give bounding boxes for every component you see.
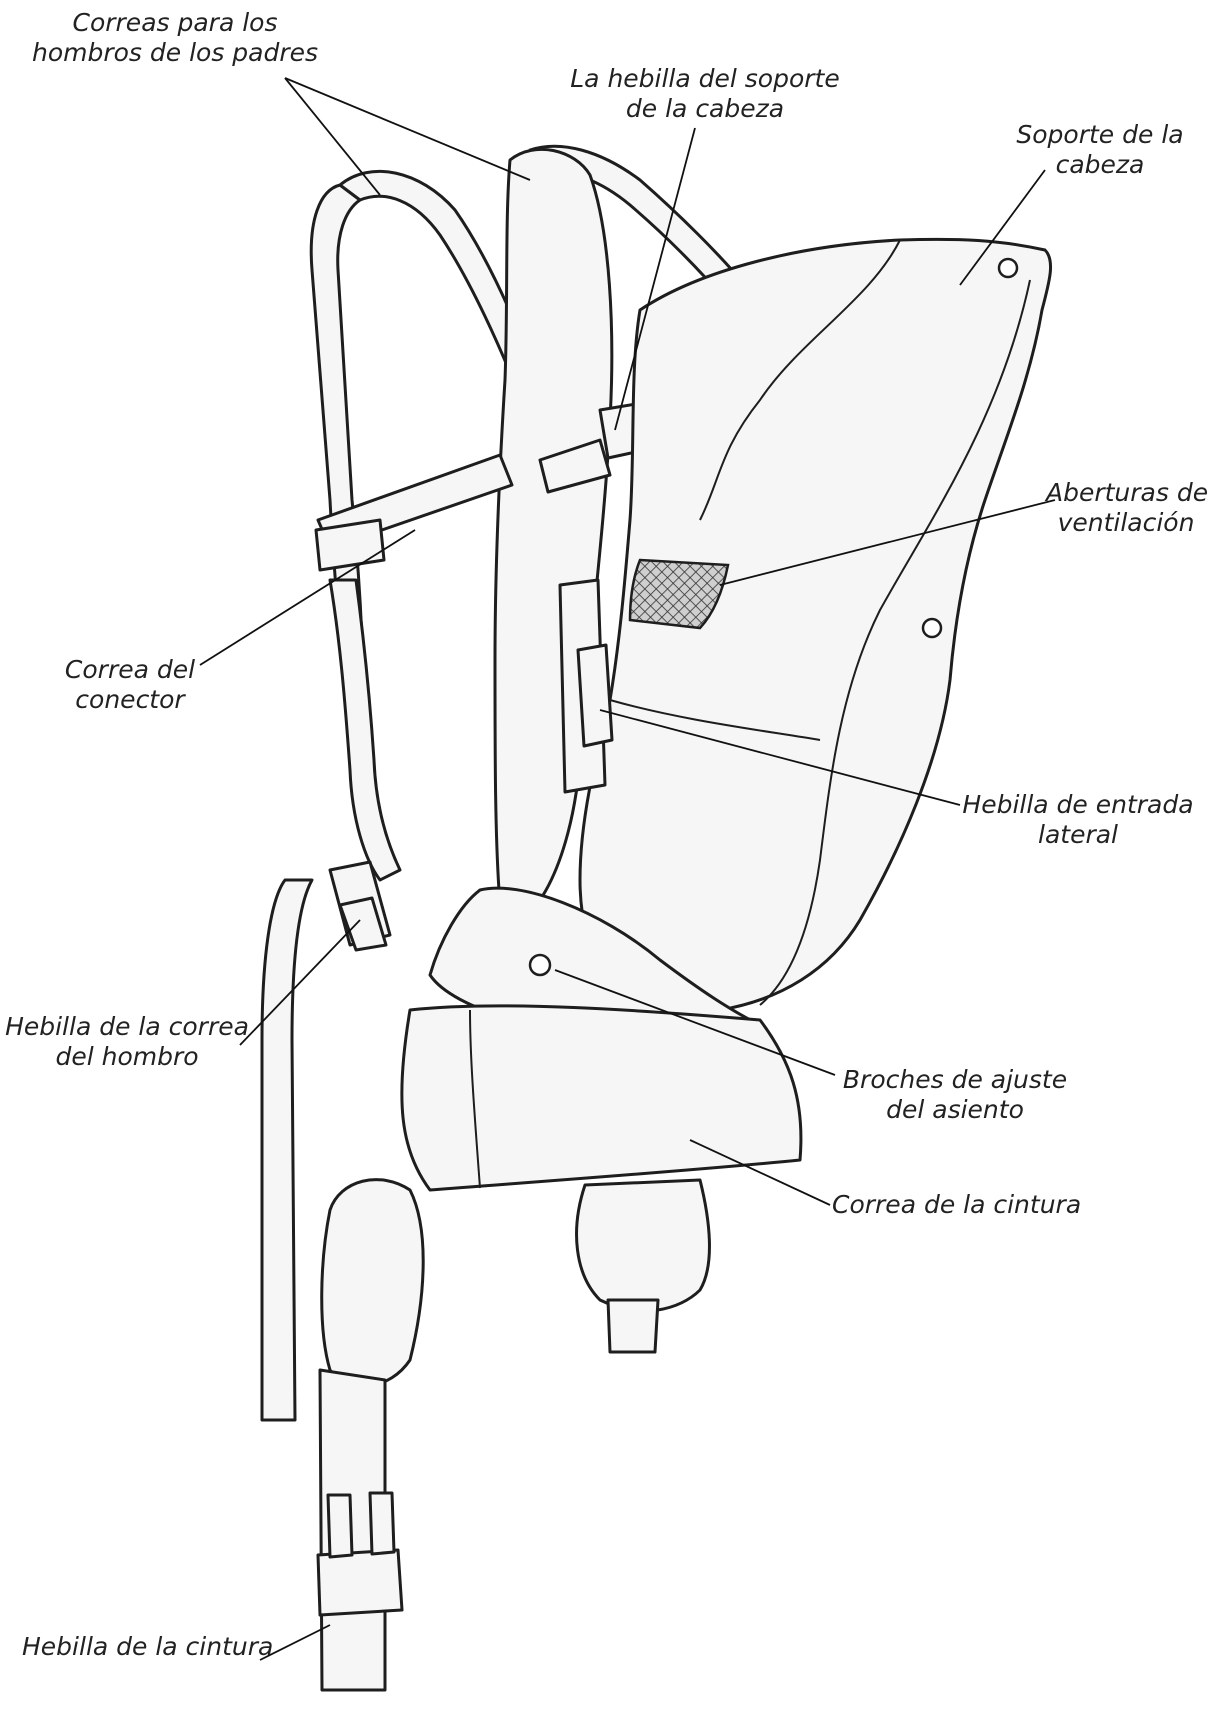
front-panel-seam <box>759 279 1031 1006</box>
leader-head-support-buckle <box>614 127 696 431</box>
leader-waist-buckle <box>259 1624 331 1661</box>
left-hanging-strap <box>260 878 314 1422</box>
head-snap-top <box>997 257 1019 279</box>
label-parent-shoulder-straps: Correas para los hombros de los padres <box>31 8 319 67</box>
head-support-panel <box>578 237 1052 1013</box>
waist-belt-right-tail <box>575 1178 711 1313</box>
leader-head-support <box>959 169 1046 286</box>
label-side-entry-buckle: Hebilla de entrada lateral <box>962 790 1194 849</box>
waist-buckle-prongs <box>326 1491 396 1559</box>
left-strap-tail <box>328 578 402 882</box>
leader-connector-strap <box>199 529 416 666</box>
head-support-buckle-clip <box>538 438 612 494</box>
label-head-support: Soporte de la cabeza <box>1016 120 1184 179</box>
leader-shoulder-straps <box>284 77 381 196</box>
label-head-support-buckle: La hebilla del soporte de la cabeza <box>570 64 840 123</box>
leader-waist-strap <box>689 1139 831 1206</box>
waist-belt-seam <box>469 1009 481 1189</box>
head-snap-side <box>921 617 943 639</box>
side-panel-seam <box>609 699 821 741</box>
label-waist-strap: Correa de la cintura <box>832 1190 1082 1219</box>
leader-ventilation <box>719 499 1056 586</box>
label-waist-buckle: Hebilla de la cintura <box>22 1632 274 1661</box>
leader-seat-snaps <box>554 969 836 1076</box>
connector-strap-loop <box>314 518 386 572</box>
label-shoulder-strap-buckle: Hebilla de la correa del hombro <box>5 1012 249 1071</box>
leader-shoulder-buckle <box>239 919 361 1046</box>
label-seat-adjust-snaps: Broches de ajuste del asiento <box>842 1065 1068 1124</box>
leader-shoulder-straps-2 <box>284 77 531 181</box>
waist-belt <box>400 1004 803 1192</box>
label-connector-strap: Correa del conector <box>64 655 196 714</box>
left-shoulder-strap <box>309 183 364 642</box>
waist-belt-left-pad <box>320 1178 425 1388</box>
seat-adjust-snap <box>528 953 552 977</box>
waist-belt-right-tab <box>606 1298 660 1354</box>
side-entry-buckle-clip <box>576 643 614 748</box>
ventilation-mesh <box>628 558 730 630</box>
leader-side-entry <box>599 709 961 806</box>
label-ventilation-openings: Aberturas de ventilación <box>1046 478 1209 537</box>
shoulder-strap-buckle-tongue <box>338 896 388 952</box>
head-support-seam <box>699 239 901 521</box>
waist-buckle-shape <box>316 1548 404 1617</box>
